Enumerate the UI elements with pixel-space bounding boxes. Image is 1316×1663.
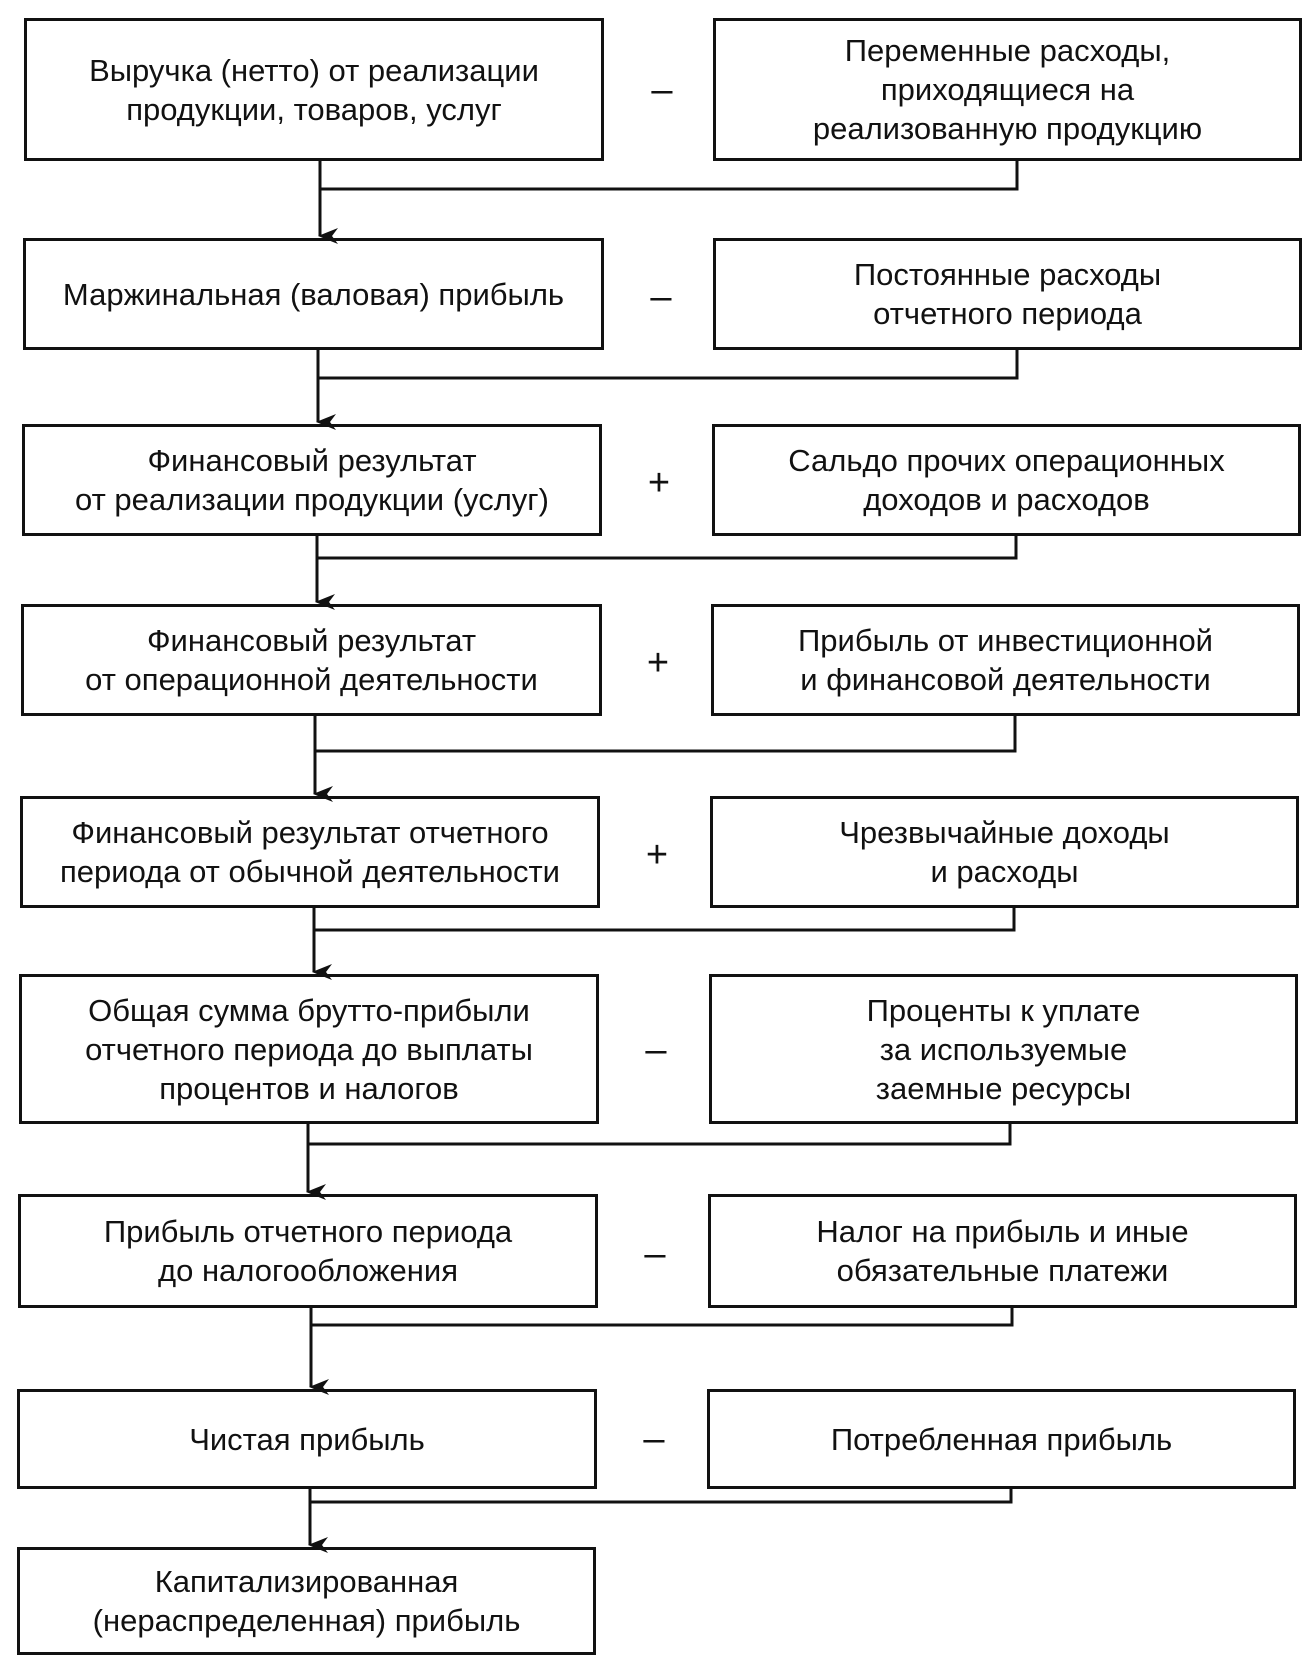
connector-right-to-left	[308, 1124, 1012, 1146]
box-net-revenue: Выручка (нетто) от реализации продукции,…	[24, 18, 604, 161]
connector-right-to-left	[315, 716, 1017, 753]
operator-minus: –	[643, 1418, 665, 1460]
operator-plus: +	[645, 834, 669, 876]
operator-plus: +	[647, 462, 671, 504]
box-investment-financial-profit: Прибыль от инвестиционной и финансовой д…	[711, 604, 1300, 716]
box-result-from-sales: Финансовый результат от реализации проду…	[22, 424, 602, 536]
box-capitalized-profit: Капитализированная (нераспределенная) пр…	[17, 1547, 596, 1655]
operator-minus: –	[644, 1233, 666, 1275]
box-interest-payable: Проценты к уплате за используемые заемны…	[709, 974, 1298, 1124]
box-other-operating-balance: Сальдо прочих операционных доходов и рас…	[712, 424, 1301, 536]
box-net-profit: Чистая прибыль	[17, 1389, 597, 1489]
operator-minus: –	[651, 69, 673, 111]
connector-right-to-left	[317, 536, 1018, 560]
box-marginal-profit: Маржинальная (валовая) прибыль	[23, 238, 604, 350]
box-extraordinary-items: Чрезвычайные доходы и расходы	[710, 796, 1299, 908]
connector-right-to-left	[310, 1489, 1013, 1504]
connector-right-to-left	[311, 1308, 1014, 1327]
box-income-tax: Налог на прибыль и иные обязательные пла…	[708, 1194, 1297, 1308]
box-profit-before-tax: Прибыль отчетного периода до налогооблож…	[18, 1194, 598, 1308]
connector-right-to-left	[318, 350, 1019, 380]
box-consumed-profit: Потребленная прибыль	[707, 1389, 1296, 1489]
operator-plus: +	[646, 642, 670, 684]
operator-minus: –	[645, 1029, 667, 1071]
box-fixed-costs: Постоянные расходы отчетного периода	[713, 238, 1302, 350]
box-result-from-operations: Финансовый результат от операционной дея…	[21, 604, 602, 716]
box-variable-costs: Переменные расходы, приходящиеся на реал…	[713, 18, 1302, 161]
box-result-ordinary-activity: Финансовый результат отчетного периода о…	[20, 796, 600, 908]
operator-minus: –	[650, 276, 672, 318]
connector-right-to-left	[320, 161, 1019, 191]
connector-right-to-left	[314, 908, 1016, 932]
box-gross-profit-before-interest-taxes: Общая сумма брутто-прибыли отчетного пер…	[19, 974, 599, 1124]
